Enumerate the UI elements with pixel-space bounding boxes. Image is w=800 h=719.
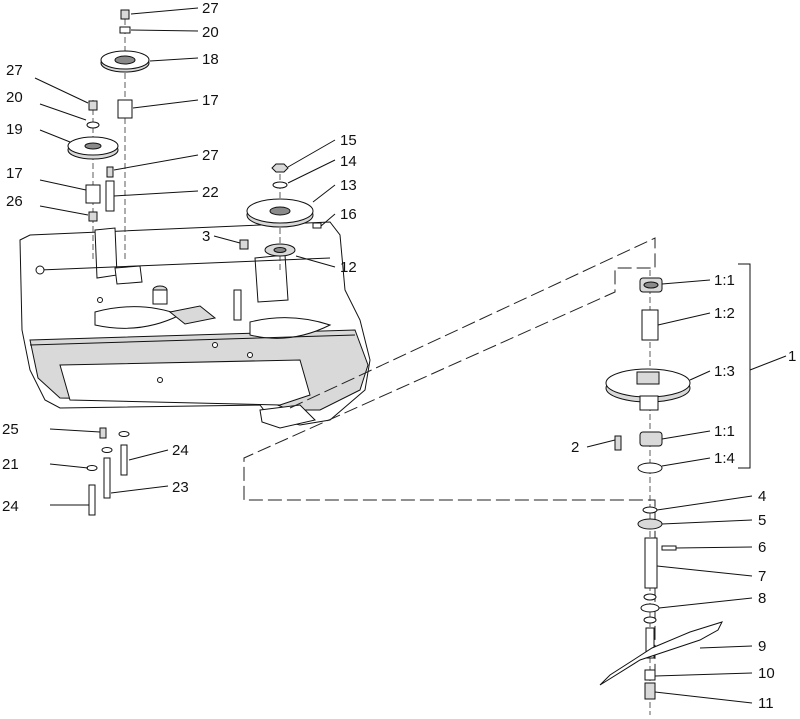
callout-7: 7 (758, 568, 766, 585)
callout-8: 8 (758, 590, 766, 607)
lower-left-hardware (86, 427, 130, 516)
callout-1-4: 1:4 (714, 450, 735, 467)
callout-5: 5 (758, 512, 766, 529)
callout-27-mid: 27 (202, 147, 219, 164)
center-idler-stack (239, 163, 322, 270)
callout-27-left: 27 (6, 62, 23, 79)
callout-10: 10 (758, 665, 775, 682)
callout-19: 19 (6, 121, 23, 138)
callout-13: 13 (340, 177, 357, 194)
callout-27-top: 27 (202, 0, 219, 17)
callout-3: 3 (202, 228, 210, 245)
mower-deck (19, 221, 371, 429)
callout-16: 16 (340, 206, 357, 223)
callout-4: 4 (758, 488, 766, 505)
callout-12: 12 (340, 259, 357, 276)
callout-11: 11 (758, 695, 774, 712)
callout-20-top: 20 (202, 24, 219, 41)
callout-1-1-lower: 1:1 (714, 423, 735, 440)
callout-23: 23 (172, 479, 189, 496)
callout-1-3: 1:3 (714, 363, 735, 380)
callout-18: 18 (202, 51, 219, 68)
assembly-reference-outline (243, 237, 656, 700)
callout-25: 25 (2, 421, 19, 438)
left-idler-stack (67, 9, 150, 260)
callout-15: 15 (340, 132, 357, 149)
callout-24-lower: 24 (2, 498, 19, 515)
callout-20-left: 20 (6, 89, 23, 106)
callout-6: 6 (758, 539, 766, 556)
callout-1-2: 1:2 (714, 305, 735, 322)
callout-1: 1 (788, 348, 796, 365)
callout-26: 26 (6, 193, 23, 210)
leader-lines (34, 7, 787, 704)
callout-21: 21 (2, 456, 19, 473)
callout-14: 14 (340, 153, 357, 170)
callout-22: 22 (202, 184, 219, 201)
spindle-assembly (599, 270, 723, 715)
callout-1-1-upper: 1:1 (714, 272, 735, 289)
callout-17-left: 17 (6, 165, 23, 182)
callout-2: 2 (571, 439, 579, 456)
callout-9: 9 (758, 638, 766, 655)
callout-17-right: 17 (202, 92, 219, 109)
callout-24-upper: 24 (172, 442, 189, 459)
